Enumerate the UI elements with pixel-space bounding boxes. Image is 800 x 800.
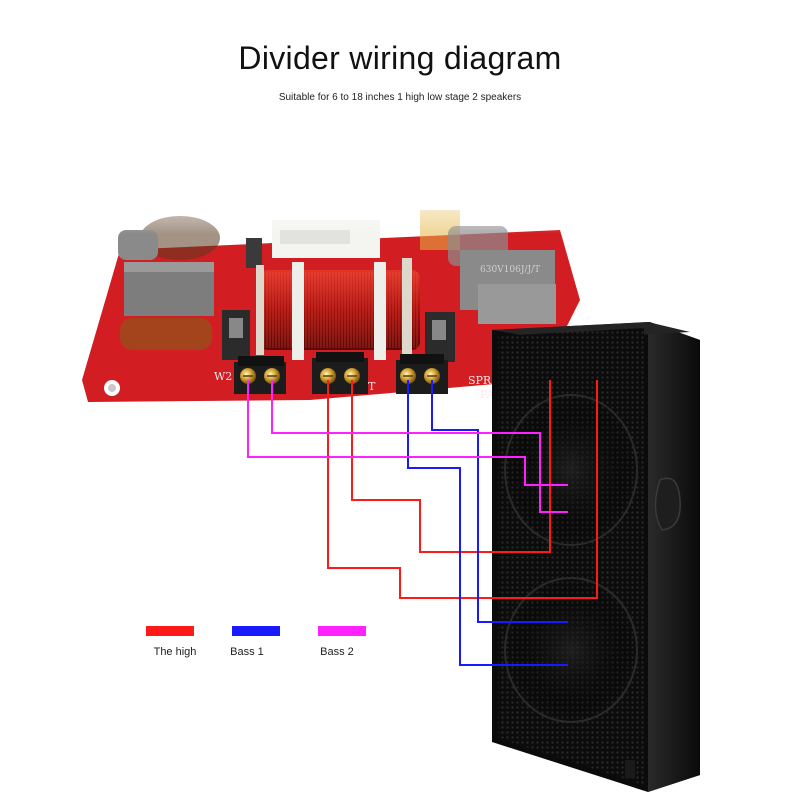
legend-label-bass2: Bass 2 (320, 646, 354, 658)
film-capacitor (120, 318, 212, 350)
carry-handle (654, 477, 681, 531)
legend-label-bass1: Bass 1 (230, 646, 264, 658)
wire-high-1 (327, 380, 598, 599)
wire-bass2-2 (271, 380, 568, 513)
terminal-screw (240, 368, 256, 384)
cabinet-side (648, 322, 700, 792)
terminal-screw (320, 368, 336, 384)
wire-bass1-1 (407, 380, 568, 666)
crossover-board: 630V106J/J/T W2 T SPR PA (60, 180, 600, 402)
terminal-block-t (312, 352, 368, 394)
terminal-screw (264, 368, 280, 384)
terminal-screw (424, 368, 440, 384)
woofer-lower (505, 578, 637, 722)
wire-bass1-2 (431, 380, 568, 623)
diagram-subtitle: Suitable for 6 to 18 inches 1 high low s… (278, 92, 522, 103)
legend-label-high: The high (153, 646, 197, 658)
legend-swatch-bass1 (232, 626, 280, 636)
board-marking-t: T (368, 380, 376, 393)
board-marking-spr: SPR (468, 374, 492, 387)
legend-swatch-bass2 (318, 626, 366, 636)
wire-high-2 (351, 380, 551, 553)
terminal-screw (344, 368, 360, 384)
terminal-screw (400, 368, 416, 384)
board-marking-pa: PA (480, 388, 495, 401)
diagram-title: Divider wiring diagram (238, 40, 562, 76)
board-marking-w2: W2 (214, 370, 232, 383)
wiring-lines (247, 380, 598, 666)
legend-swatch-high (146, 626, 194, 636)
